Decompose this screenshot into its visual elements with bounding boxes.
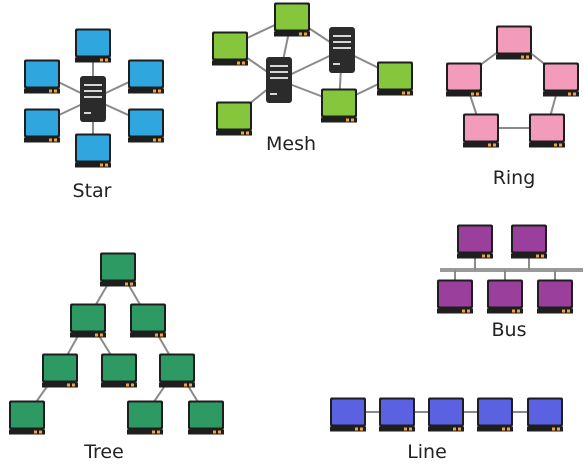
tree-computer-icon	[42, 353, 78, 388]
star-label: Star	[73, 180, 112, 202]
tree-label: Tree	[83, 441, 124, 463]
line-computer-icon	[527, 397, 563, 432]
ring-computer-icon	[463, 113, 499, 148]
mesh-computer-icon	[321, 88, 357, 123]
tree-computer-icon	[70, 303, 106, 338]
line-computer-icon	[477, 397, 513, 432]
star-computer-icon	[128, 108, 164, 143]
line-computer-icon	[330, 397, 366, 432]
mesh-topology	[212, 2, 413, 136]
bus-computer-icon	[511, 224, 547, 259]
ring-computer-icon	[496, 25, 532, 60]
star-computer-icon	[128, 59, 164, 94]
tree-topology	[9, 252, 224, 435]
mesh-computer-icon	[274, 2, 310, 37]
tree-computer-icon	[188, 400, 224, 435]
tree-computer-icon	[159, 353, 195, 388]
star-topology	[24, 28, 164, 168]
ring-computer-icon	[446, 62, 482, 97]
ring-topology	[446, 25, 579, 148]
star-computer-icon	[24, 59, 60, 94]
tree-computer-icon	[127, 400, 163, 435]
line-topology	[330, 397, 563, 432]
bus-computer-icon	[457, 224, 493, 259]
bus-topology	[437, 224, 583, 314]
mesh-server-icon	[329, 27, 355, 73]
line-computer-icon	[379, 397, 415, 432]
mesh-label: Mesh	[266, 133, 316, 155]
tree-computer-icon	[100, 252, 136, 287]
mesh-server-icon	[266, 57, 292, 103]
line-computer-icon	[428, 397, 464, 432]
mesh-computer-icon	[377, 61, 413, 96]
bus-computer-icon	[487, 279, 523, 314]
tree-computer-icon	[101, 353, 137, 388]
ring-label: Ring	[493, 167, 536, 189]
ring-computer-icon	[529, 113, 565, 148]
tree-computer-icon	[130, 303, 166, 338]
mesh-computer-icon	[212, 31, 248, 66]
star-computer-icon	[75, 133, 111, 168]
bus-computer-icon	[537, 279, 573, 314]
bus-computer-icon	[437, 279, 473, 314]
star-server-icon	[80, 76, 106, 122]
mesh-computer-icon	[216, 101, 252, 136]
star-computer-icon	[24, 108, 60, 143]
star-computer-icon	[75, 28, 111, 63]
tree-computer-icon	[9, 400, 45, 435]
ring-computer-icon	[543, 62, 579, 97]
line-label: Line	[407, 441, 447, 463]
bus-label: Bus	[492, 319, 527, 341]
